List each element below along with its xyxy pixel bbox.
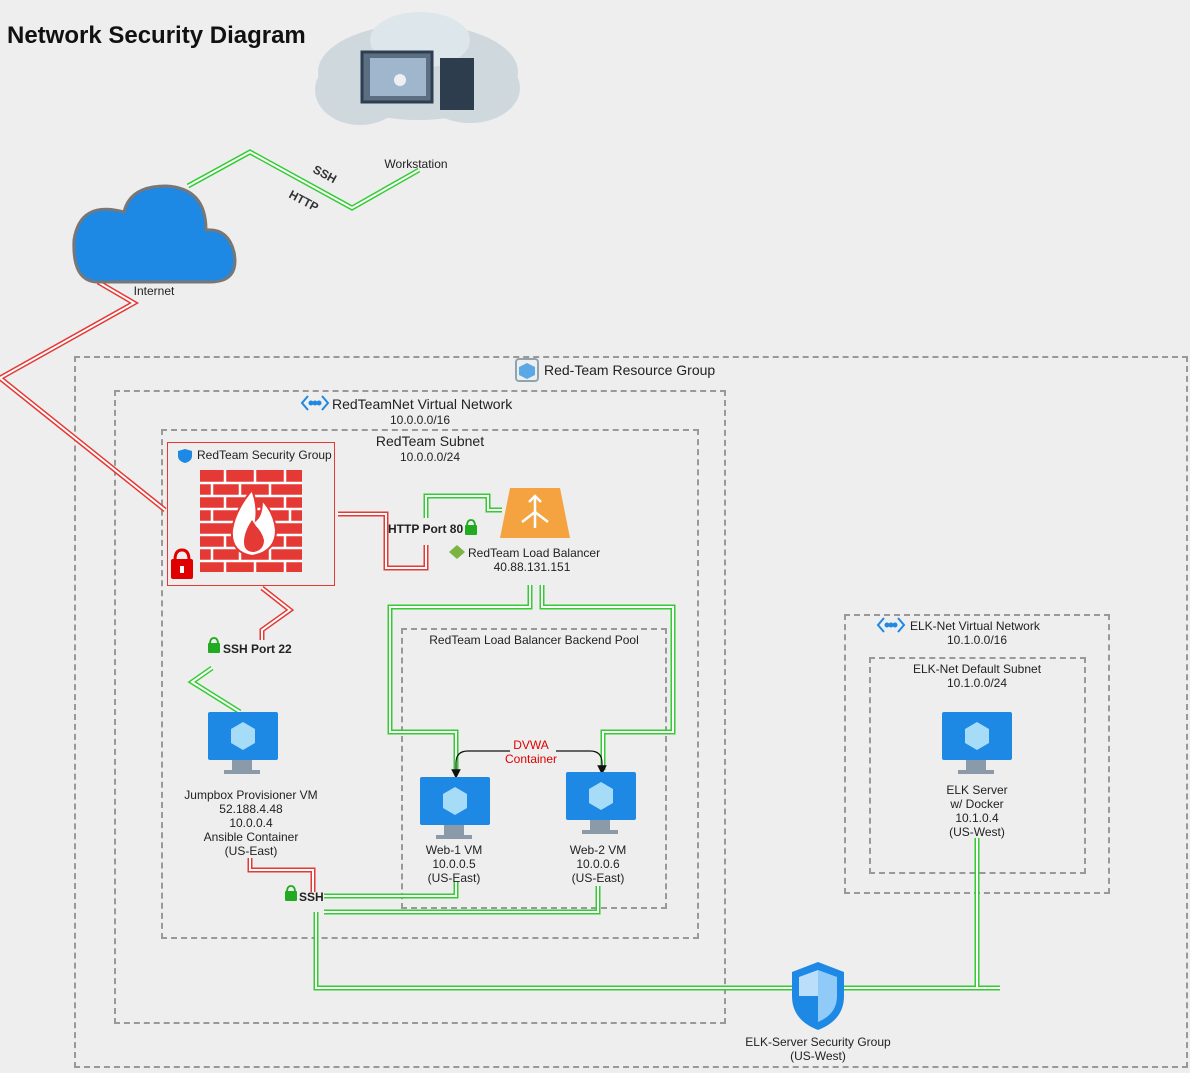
web2-vm-icon: [566, 772, 636, 834]
dvwa-label-1: DVWA: [513, 738, 549, 752]
jumpbox-vm-icon: [208, 712, 278, 774]
workstation-label: Workstation: [384, 157, 448, 171]
ssh-internal-label: SSH: [299, 890, 324, 904]
internet-cloud-icon: [72, 184, 237, 284]
elk-subnet-name: ELK-Net Default Subnet: [912, 662, 1042, 676]
page-title: Network Security Diagram: [7, 22, 306, 49]
ssh-port-lock-icon: [208, 637, 220, 653]
jumpbox-region: (US-East): [224, 844, 278, 858]
ssh-edge-label: SSH: [311, 162, 339, 186]
padlock-red-icon: [171, 548, 193, 579]
ssh-lock-icon: [285, 885, 297, 901]
jumpbox-private-ip: 10.0.0.4: [229, 816, 273, 830]
http-edge-label: HTTP: [287, 187, 321, 214]
web2-name: Web-2 VM: [569, 843, 627, 857]
resource-group-box: [74, 356, 1188, 1068]
lb-links: [187, 493, 1000, 991]
web2-ip: 10.0.0.6: [576, 857, 620, 871]
elk-server-name: ELK Server: [946, 783, 1008, 797]
web1-region: (US-East): [427, 871, 481, 885]
web2-region: (US-East): [571, 871, 625, 885]
backend-pool-label: RedTeam Load Balancer Backend Pool: [429, 633, 639, 647]
elk-vm-icon: [942, 712, 1012, 774]
jumpbox-name: Jumpbox Provisioner VM: [184, 788, 318, 802]
dvwa-arrow-left: [451, 750, 510, 779]
subnet-box: [161, 429, 699, 939]
elk-nsg-region: (US-West): [790, 1049, 846, 1063]
dvwa-label-2: Container: [504, 752, 558, 766]
vnet-icon: [300, 395, 330, 411]
jumpbox-public-ip: 52.188.4.48: [219, 802, 283, 816]
jumpbox-note: Ansible Container: [203, 830, 299, 844]
web1-vm-icon: [420, 777, 490, 839]
elk-subnet-cidr: 10.1.0.0/24: [946, 676, 1008, 690]
load-balancer-icon: [500, 488, 570, 538]
vnet-cidr: 10.0.0.0/16: [389, 413, 451, 427]
lb-name: RedTeam Load Balancer: [468, 546, 601, 560]
subnet-name: RedTeam Subnet: [375, 433, 485, 449]
elk-vnet-cidr: 10.1.0.0/16: [946, 633, 1008, 647]
http-port-label: HTTP Port 80: [388, 522, 464, 536]
security-group-box: [167, 442, 335, 586]
elk-nsg-name: ELK-Server Security Group: [745, 1035, 891, 1049]
vnet-box: [114, 390, 726, 1024]
firewall-icon: [200, 470, 302, 572]
internet-label: Internet: [133, 284, 175, 298]
lb-ip: 40.88.131.151: [493, 560, 571, 574]
nsg-shield-icon: [178, 449, 192, 463]
http-lock-icon: [465, 519, 477, 535]
elk-vnet-icon: [876, 617, 906, 633]
elk-vnet-name: ELK-Net Virtual Network: [910, 619, 1040, 633]
backend-pool-box: [401, 628, 667, 909]
workstation-icon: [315, 12, 520, 125]
dvwa-arrow-right: [556, 750, 607, 775]
elk-nsg-shield-icon: [792, 962, 844, 1030]
resource-group-icon: [515, 358, 539, 382]
web1-ip: 10.0.0.5: [432, 857, 476, 871]
subnet-cidr: 10.0.0.0/24: [399, 450, 461, 464]
internet-firewall-link: [0, 279, 167, 512]
resource-group-label: Red-Team Resource Group: [544, 362, 716, 378]
web1-name: Web-1 VM: [425, 843, 483, 857]
security-group-label: RedTeam Security Group: [197, 448, 332, 462]
elk-server-ip: 10.1.0.4: [955, 811, 999, 825]
vnet-name: RedTeamNet Virtual Network: [332, 396, 513, 412]
lb-diamond-icon: [449, 545, 465, 559]
elk-server-note: w/ Docker: [950, 797, 1004, 811]
elk-server-region: (US-West): [949, 825, 1005, 839]
ssh-port-label: SSH Port 22: [223, 642, 292, 656]
